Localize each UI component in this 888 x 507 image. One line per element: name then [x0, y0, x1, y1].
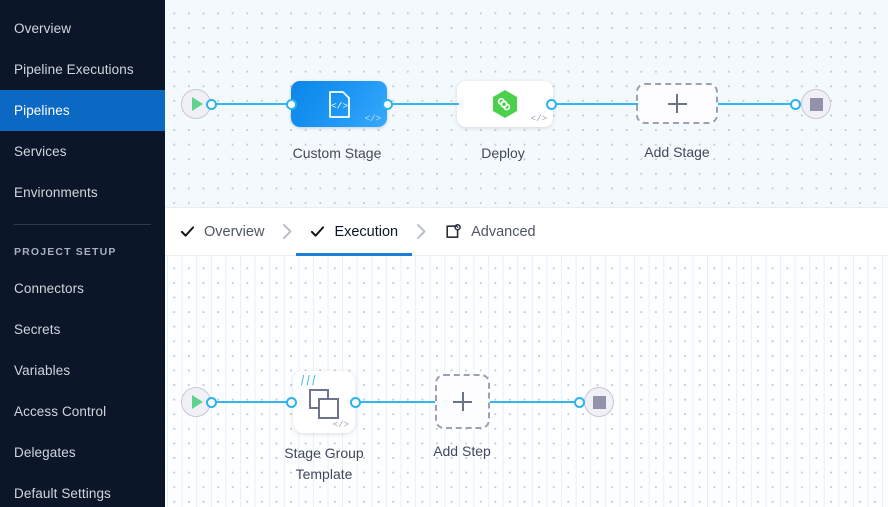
link-stage-group-template-to-add-step [355, 400, 435, 403]
sidebar: Overview Pipeline Executions Pipelines S… [0, 0, 165, 507]
svg-text:</>: </> [330, 100, 347, 111]
deploy-stage-out-port[interactable] [546, 99, 557, 110]
step-start-port[interactable] [206, 397, 217, 408]
sidebar-section-project-setup: PROJECT SETUP [14, 246, 117, 258]
sidebar-item-label: Overview [14, 21, 72, 36]
step-end-node[interactable] [584, 387, 614, 417]
sidebar-item-label: Connectors [14, 281, 85, 296]
stop-icon [809, 97, 823, 111]
plus-icon [453, 392, 472, 411]
stage-node-custom-stage[interactable]: </> </> [291, 81, 387, 127]
sidebar-item-pipelines[interactable]: Pipelines [0, 90, 165, 131]
stage-graph-canvas[interactable]: </> </> Custom Stage </> Deploy [165, 0, 888, 207]
play-icon [192, 97, 203, 111]
stop-icon [592, 395, 606, 409]
link-start-to-custom-stage [211, 102, 293, 105]
sidebar-item-default-settings[interactable]: Default Settings [0, 473, 165, 507]
deploy-stage-code-badge: </> [530, 114, 547, 124]
stage-start-node[interactable] [181, 89, 211, 119]
sidebar-item-label: Variables [14, 363, 71, 378]
sidebar-item-label: Pipelines [14, 103, 70, 118]
deploy-hexagon-infinity-icon [493, 90, 517, 118]
tab-execution[interactable]: Execution [296, 207, 412, 256]
plus-icon [667, 94, 687, 113]
custom-stage-box[interactable]: </> </> [291, 81, 387, 127]
stage-group-template-in-port[interactable] [286, 397, 297, 408]
sidebar-item-label: Environments [14, 185, 98, 200]
check-icon [180, 226, 195, 237]
sidebar-item-label: Secrets [14, 322, 61, 337]
sidebar-item-overview[interactable]: Overview [0, 8, 165, 49]
tab-label: Advanced [471, 223, 536, 240]
end-node-circle [801, 89, 831, 119]
pipeline-tab-bar: Overview Execution [165, 207, 888, 256]
sidebar-item-label: Services [14, 144, 67, 159]
stage-node-deploy[interactable]: </> [457, 81, 553, 127]
step-node-stage-group-template[interactable]: ||| </> [293, 371, 355, 433]
link-add-stage-to-end [718, 102, 796, 105]
step-end-port[interactable] [574, 397, 585, 408]
main-content: </> </> Custom Stage </> Deploy [165, 0, 888, 507]
end-node-circle [584, 387, 614, 417]
link-custom-stage-to-deploy [387, 102, 459, 105]
custom-stage-code-icon: </> [328, 90, 350, 118]
tab-label: Execution [334, 223, 399, 240]
check-icon [311, 226, 325, 237]
sidebar-item-services[interactable]: Services [0, 131, 165, 172]
link-add-step-to-end [490, 400, 580, 403]
start-node-port[interactable] [206, 99, 217, 110]
custom-stage-label: Custom Stage [292, 145, 382, 161]
stage-group-template-icon [309, 388, 339, 419]
sidebar-item-label: Default Settings [14, 486, 111, 501]
tab-advanced[interactable]: Advanced [442, 207, 538, 256]
sidebar-item-label: Pipeline Executions [14, 62, 134, 77]
chevron-right-icon [282, 224, 292, 239]
tab-separator [400, 223, 442, 240]
custom-stage-in-port[interactable] [286, 99, 297, 110]
stage-end-node[interactable] [801, 89, 831, 119]
stage-group-template-box[interactable]: ||| </> [293, 371, 355, 433]
deploy-stage-label: Deploy [481, 145, 525, 161]
link-deploy-to-add-stage [551, 102, 638, 105]
template-indicator-icon: ||| [297, 375, 318, 387]
deploy-stage-box[interactable]: </> [457, 81, 553, 127]
tab-label: Overview [204, 223, 265, 240]
sidebar-item-label: Access Control [14, 404, 107, 419]
add-step-button[interactable] [435, 374, 490, 429]
add-stage-label: Add Stage [644, 144, 710, 160]
advanced-gear-icon [446, 223, 461, 238]
stage-group-template-code-badge: </> [332, 420, 349, 430]
play-icon [192, 395, 203, 409]
sidebar-item-environments[interactable]: Environments [0, 172, 165, 213]
add-stage-button[interactable] [636, 83, 718, 124]
sidebar-divider [14, 224, 151, 225]
tab-overview[interactable]: Overview [178, 207, 266, 256]
tab-separator [266, 223, 308, 240]
stage-group-template-out-port[interactable] [350, 397, 361, 408]
add-step-label: Add Step [433, 443, 491, 459]
step-graph-canvas[interactable]: ||| </> Stage Group Template Add Step [165, 256, 888, 507]
sidebar-item-label: Delegates [14, 445, 76, 460]
sidebar-item-delegates[interactable]: Delegates [0, 432, 165, 473]
stage-group-template-label: Stage Group Template [284, 445, 364, 482]
stage-end-port[interactable] [790, 99, 801, 110]
chevron-right-icon [416, 224, 426, 239]
custom-stage-out-port[interactable] [382, 99, 393, 110]
sidebar-item-secrets[interactable]: Secrets [0, 309, 165, 350]
sidebar-item-access-control[interactable]: Access Control [0, 391, 165, 432]
link-start-to-stage-group-template [211, 400, 293, 403]
start-node-circle [181, 89, 211, 119]
sidebar-item-connectors[interactable]: Connectors [0, 268, 165, 309]
sidebar-item-variables[interactable]: Variables [0, 350, 165, 391]
custom-stage-code-badge: </> [364, 114, 381, 124]
sidebar-item-pipeline-executions[interactable]: Pipeline Executions [0, 49, 165, 90]
